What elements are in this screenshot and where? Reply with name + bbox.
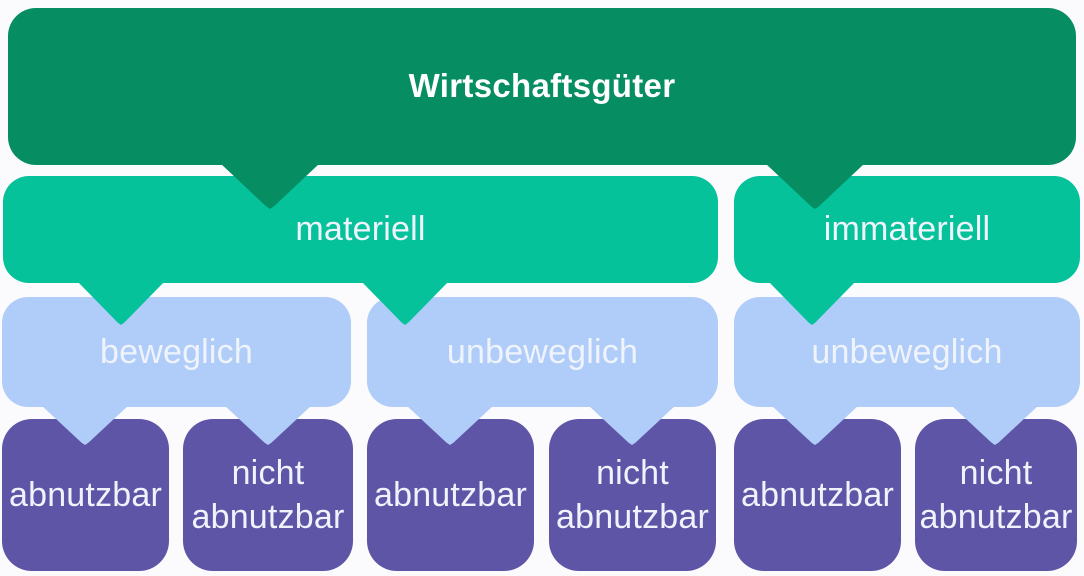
node-immateriell: immateriell: [734, 176, 1080, 283]
node-nicht-abnutzbar-3-label: nicht abnutzbar: [919, 453, 1073, 536]
node-materiell-label: materiell: [295, 210, 426, 249]
node-materiell: materiell: [3, 176, 718, 283]
node-beweglich: beweglich: [2, 297, 351, 407]
node-abnutzbar-2-label: abnutzbar: [373, 475, 528, 514]
node-wirtschaftsgueter: Wirtschaftsgüter: [8, 8, 1076, 165]
node-unbeweglich-immateriell: unbeweglich: [734, 297, 1080, 407]
node-abnutzbar-3-label: abnutzbar: [740, 475, 895, 514]
node-nicht-abnutzbar-1-label: nicht abnutzbar: [191, 453, 345, 536]
node-nicht-abnutzbar-1: nicht abnutzbar: [183, 419, 353, 571]
node-wirtschaftsgueter-label: Wirtschaftsgüter: [408, 67, 676, 105]
node-nicht-abnutzbar-3: nicht abnutzbar: [915, 419, 1077, 571]
node-unbeweglich-immateriell-label: unbeweglich: [811, 332, 1003, 371]
node-nicht-abnutzbar-2: nicht abnutzbar: [549, 419, 716, 571]
node-beweglich-label: beweglich: [99, 332, 253, 371]
node-unbeweglich-materiell-label: unbeweglich: [446, 332, 639, 371]
node-unbeweglich-materiell: unbeweglich: [367, 297, 718, 407]
node-abnutzbar-1-label: abnutzbar: [8, 475, 163, 514]
node-nicht-abnutzbar-2-label: nicht abnutzbar: [555, 453, 710, 536]
node-abnutzbar-3: abnutzbar: [734, 419, 901, 571]
node-immateriell-label: immateriell: [823, 210, 991, 249]
